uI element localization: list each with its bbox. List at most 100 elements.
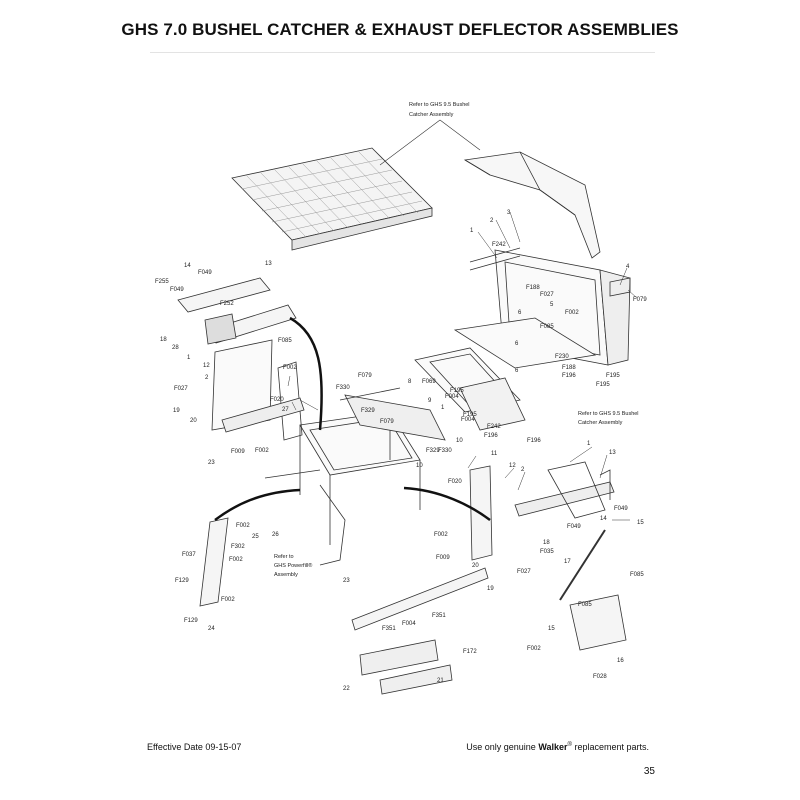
grass-catcher-screen [231, 147, 433, 251]
callout-6c: 6 [515, 368, 519, 374]
callout-10-bottom: 10 [416, 463, 423, 469]
callout-F020-left: F020 [270, 397, 284, 403]
catcher-cover-shell [463, 151, 601, 259]
left-lower-bar [199, 517, 229, 607]
replacement-prefix: Use only genuine [466, 742, 536, 752]
refer-powerfill-note-line2: GHS Powerfill® [274, 562, 312, 569]
callout-23-left: 23 [208, 460, 215, 466]
callout-4: 4 [626, 264, 630, 270]
callout-12-left: 12 [203, 363, 210, 369]
callout-19-right: 19 [487, 586, 494, 592]
callout-1-center: 1 [441, 405, 445, 411]
callout-F079-lower: F079 [380, 419, 394, 425]
callout-F049-left1: F049 [198, 270, 212, 276]
callout-F049-right2: F049 [567, 524, 581, 530]
callout-F195-right1: F195 [606, 373, 620, 379]
callout-16: 16 [617, 658, 624, 664]
callout-F004-2: F004 [461, 417, 475, 423]
callout-1-right: 1 [587, 441, 591, 447]
callout-10-top: 10 [456, 438, 463, 444]
refer-95-mid-note-line1: Refer to GHS 9.5 Bushel [578, 411, 639, 417]
callout-F196-center1: F196 [484, 433, 498, 439]
center-mount-frame [264, 387, 446, 566]
callout-F002-right2: F002 [527, 646, 541, 652]
callout-F004-lower: F004 [402, 621, 416, 627]
callout-F079-right: F079 [633, 297, 647, 303]
callout-F020-right: F020 [448, 479, 462, 485]
callout-F027-top: F027 [540, 292, 554, 298]
callout-15-lower: 15 [548, 626, 555, 632]
callout-8: 8 [408, 379, 412, 385]
callout-F195-center2: F195 [463, 412, 477, 418]
callout-F085-left: F085 [278, 338, 292, 344]
brand-name: Walker [538, 742, 568, 752]
callout-11: 11 [491, 451, 498, 457]
callout-F188-top: F188 [526, 285, 540, 291]
callout-13-right: 13 [609, 450, 616, 456]
callout-2-right: 2 [521, 467, 525, 473]
callout-28: 28 [172, 345, 179, 351]
callout-F351-1: F351 [432, 613, 446, 619]
callout-3: 3 [507, 210, 511, 216]
callout-5: 5 [550, 302, 554, 308]
callout-27: 27 [282, 407, 289, 413]
callout-1-left: 1 [187, 355, 191, 361]
callout-F002-lower3: F002 [221, 597, 235, 603]
callout-F329-top: F329 [361, 408, 375, 414]
callout-20-left: 20 [190, 418, 197, 424]
callout-F002-top: F002 [565, 310, 579, 316]
effective-date: Effective Date 09-15-07 [147, 742, 242, 752]
title-divider [150, 52, 655, 53]
callout-F002-left1: F002 [283, 365, 297, 371]
callout-F002-lower1: F002 [236, 523, 250, 529]
callout-F196-center2: F196 [527, 438, 541, 444]
callout-2-left: 2 [205, 375, 209, 381]
refer-95-top-note-line1: Refer to GHS 9.5 Bushel [409, 102, 470, 108]
replacement-suffix: replacement parts. [574, 742, 649, 752]
callout-12-right: 12 [509, 463, 516, 469]
callout-18-right: 18 [543, 540, 550, 546]
callout-F085-lower: F085 [630, 572, 644, 578]
left-bracket-assembly [177, 277, 305, 441]
page-title: GHS 7.0 BUSHEL CATCHER & EXHAUST DEFLECT… [121, 20, 679, 39]
callout-13-left: 13 [265, 261, 272, 267]
callout-F329-bottom: F329 [426, 448, 440, 454]
callout-15-right: 15 [637, 520, 644, 526]
callout-F004-1: F004 [445, 394, 459, 400]
callout-F037: F037 [182, 552, 196, 558]
callout-F079-center: F079 [358, 373, 372, 379]
callout-F009-right: F009 [436, 555, 450, 561]
callout-F002-right1: F002 [434, 532, 448, 538]
callout-F049-left2: F049 [170, 287, 184, 293]
callout-F129-2: F129 [184, 618, 198, 624]
callout-2: 2 [490, 218, 494, 224]
callout-F085-mid: F085 [578, 602, 592, 608]
callout-F195-center1: F195 [450, 388, 464, 394]
callout-25: 25 [252, 534, 259, 540]
callout-F195-right2: F195 [596, 382, 610, 388]
callout-21: 21 [437, 678, 444, 684]
callout-F252: F252 [220, 301, 234, 307]
deflector-frame-assembly [414, 247, 631, 431]
callout-9: 9 [428, 398, 432, 404]
callout-F002-left2: F002 [255, 448, 269, 454]
callout-F188-bottom: F188 [562, 365, 576, 371]
refer-95-mid-note-line2: Catcher Assembly [578, 420, 623, 426]
callout-F028: F028 [593, 674, 607, 680]
callout-6a: 6 [518, 310, 522, 316]
callout-F027-right: F027 [517, 569, 531, 575]
callout-F242-center: F242 [487, 424, 501, 430]
callout-F085-right: F085 [540, 324, 554, 330]
callout-19-left: 19 [173, 408, 180, 414]
callout-22: 22 [343, 686, 350, 692]
callout-6b: 6 [515, 341, 519, 347]
refer-powerfill-note-line3: Assembly [274, 572, 298, 578]
callout-24: 24 [208, 626, 215, 632]
callout-F196-right: F196 [562, 373, 576, 379]
page-number: 35 [643, 766, 655, 777]
replacement-parts-note: Use only genuine Walker® replacement par… [466, 742, 649, 752]
callout-1: 1 [470, 228, 474, 234]
callout-F009-left: F009 [231, 449, 245, 455]
callout-F035: F035 [540, 549, 554, 555]
